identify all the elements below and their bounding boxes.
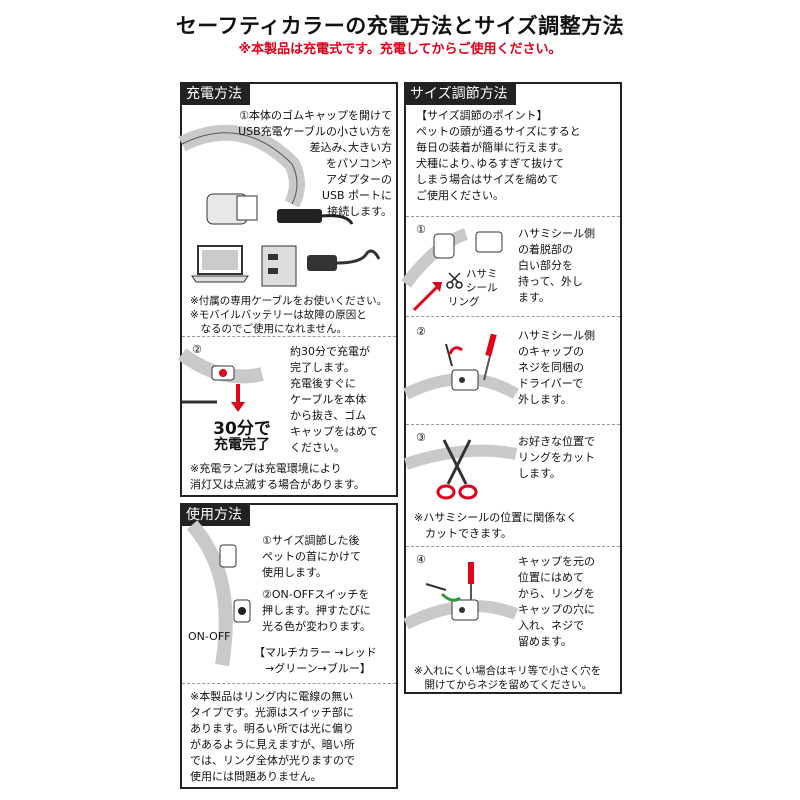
usb-cable-icon [307, 249, 381, 271]
divider [406, 424, 620, 425]
charge-note1: ※付属の専用ケーブルをお使いください。 ※モバイルバッテリーは故障の原因と なる… [190, 295, 388, 335]
charge-step1-text: ①本体のゴムキャップを開けて USB充電ケーブルの小さい方を 差込み､大きい方 … [238, 109, 392, 218]
size-note4: ※入れにくい場合はキリ等で小さく穴を 開けてからネジを留めてください。 [414, 665, 602, 691]
multicolor-text: 【マルチカラー →レッド →グリーン→ブルー】 [254, 646, 377, 675]
charge-warning: ※本製品は充電式です。充電してからご使用ください。 [238, 42, 562, 57]
usage-note: ※本製品はリング内に電線の無い タイプです。光源はスイッチ部に あります。明るい… [190, 690, 355, 783]
size-step3-num: ③ [416, 431, 426, 444]
ring-label: リング [448, 296, 480, 308]
charge-time: 30分で [213, 419, 271, 439]
size-tab: サイズ調節方法 [404, 82, 516, 105]
size-note3: ※ハサミシールの位置に関係なく カットできます。 [414, 511, 578, 540]
laptop-icon [191, 245, 249, 283]
collar-cut-illustration [404, 439, 518, 500]
charge-complete: 充電完了 [214, 437, 270, 453]
usage-step1-text: ①サイズ調節した後 ペットの首にかけて 使用します。 [262, 534, 361, 579]
collar-usb-illustration [178, 124, 354, 225]
charge-step2-text: 約30分で充電が 完了します。 充電後すぐに ケーブルを本体 から抜き、ゴム キ… [290, 345, 378, 454]
adapter-icon [261, 245, 297, 287]
size-step2-num: ② [416, 325, 426, 338]
size-step3-text: お好きな位置で リングをカット します。 [518, 435, 595, 480]
divider [406, 316, 620, 317]
divider [182, 336, 396, 337]
size-step1-num: ① [416, 223, 426, 236]
usage-step2-text: ②ON-OFFスイッチを 押します。押すたびに 光る色が変わります。 [262, 588, 371, 633]
page-title: セーフティカラーの充電方法とサイズ調整方法 [175, 14, 625, 38]
divider [406, 546, 620, 547]
collar-screwdriver-illustration [403, 333, 520, 400]
size-step4-text: キャップを元の 位置にはめて から、リングを キャップの穴に 入れ、ネジで 留め… [518, 555, 595, 648]
usage-panel: 使用方法 ON-OFF ①サイズ調節した後 ペットの首にかけて 使用します。 ②… [180, 503, 398, 789]
usage-tab: 使用方法 [180, 503, 250, 526]
divider [406, 216, 620, 217]
size-step1-text: ハサミシール側 の着脱部の 白い部分を 持って、外し ます。 [518, 227, 595, 304]
charge-step2-num: ② [192, 343, 202, 356]
scissors-icon [446, 272, 463, 289]
size-panel: サイズ調節方法 【サイズ調節のポイント】 ペットの頭が通るサイズにすると 毎日の… [401, 82, 622, 694]
collar-charging-illustration [177, 348, 264, 412]
charge-panel: 充電方法 ①本体のゴムキャップを開けて USB充電ケーブルの小さい方を 差込み､… [177, 82, 398, 497]
divider [182, 683, 396, 684]
size-point-text: 【サイズ調節のポイント】 ペットの頭が通るサイズにすると 毎日の装着が簡単に行え… [416, 109, 581, 202]
collar-clip-illustration [401, 228, 503, 312]
charge-tab: 充電方法 [180, 82, 250, 105]
size-step2-text: ハサミシール側 のキャップの ネジを同梱の ドライバーで 外します。 [518, 329, 595, 406]
scissors-seal-label: ハサミ シール [466, 268, 498, 294]
collar-reattach-illustration [403, 562, 519, 630]
collar-switch-illustration [186, 520, 251, 667]
onoff-label: ON-OFF [188, 630, 231, 643]
charge-note2: ※充電ランプは充電環境により 消灯又は点滅する場合があります。 [190, 462, 365, 491]
size-step4-num: ④ [416, 553, 426, 566]
